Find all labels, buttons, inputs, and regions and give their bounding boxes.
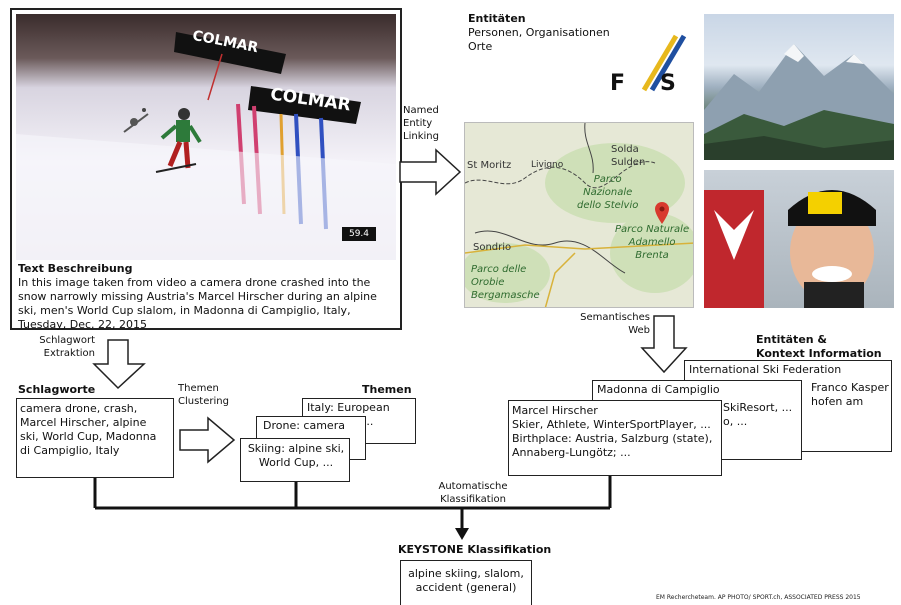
topics-card-back-text: Italy: European up, ...	[307, 401, 390, 428]
context-card-mid-line1: Madonna di Campiglio	[597, 383, 720, 396]
context-card-front-text: Marcel Hirscher Skier, Athlete, WinterSp…	[512, 404, 713, 459]
ner-arrow	[399, 148, 462, 196]
semantic-web-arrow	[640, 315, 688, 374]
source-description: In this image taken from video a camera …	[18, 276, 377, 331]
svg-text:F: F	[610, 71, 625, 96]
svg-text:S: S	[660, 71, 676, 96]
topics-title: Themen	[362, 383, 412, 396]
topics-card-front: Skiing: alpine ski, World Cup, ...	[240, 438, 350, 482]
context-card-back-line1: International Ski Federation	[689, 363, 842, 376]
map-pin-icon	[655, 202, 669, 224]
keyword-extraction-arrow	[92, 339, 146, 390]
source-title: Text Beschreibung	[18, 262, 133, 275]
context-card-front: Marcel Hirscher Skier, Athlete, WinterSp…	[508, 400, 722, 476]
semantic-web-label: Semantisches Web	[580, 312, 650, 336]
ski-scene-graphic	[16, 32, 396, 260]
context-card-mid-line3: o, ...	[723, 415, 748, 428]
topics-card-front-text: Skiing: alpine ski, World Cup, ...	[247, 442, 345, 469]
entities-line2: Orte	[468, 40, 493, 53]
context-card-back-line2: Franco Kasper	[811, 381, 889, 394]
keywords-card: camera drone, crash, Marcel Hirscher, al…	[16, 398, 174, 478]
keywords-text: camera drone, crash, Marcel Hirscher, al…	[20, 402, 157, 457]
map-label-sondrio: Sondrio	[473, 242, 512, 253]
photo-credit: EM Rechercheteam. AP PHOTO/ SPORT.ch, AS…	[656, 594, 861, 601]
mountain-graphic	[704, 44, 894, 160]
mountain-photo	[704, 14, 894, 160]
clustering-arrow	[179, 416, 236, 464]
fis-logo: F S	[604, 32, 690, 96]
keystone-title: KEYSTONE Klassifikation	[398, 543, 552, 556]
context-card-back-line3: hofen am	[811, 395, 864, 408]
map-label-adamello: Parco Naturale Adamello Brenta	[615, 224, 690, 261]
entities-title: Entitäten	[468, 12, 526, 25]
keywords-title: Schlagworte	[18, 383, 96, 396]
skier-portrait-photo	[704, 170, 894, 308]
context-card-mid-line2: SkiResort, ...	[723, 401, 793, 414]
entities-line1: Personen, Organisationen	[468, 26, 610, 39]
skier-portrait-graphic	[704, 190, 876, 308]
map-label-orobie: Parco delle Orobie Bergamasche	[471, 264, 540, 301]
source-panel: COLMAR COLMAR 59.4 Text Beschreibung In …	[10, 8, 402, 331]
map-label-stmoritz: St Moritz	[467, 160, 512, 171]
keystone-result-card: alpine skiing, slalom, accident (general…	[400, 560, 532, 605]
map-label-livigno: Livigno	[531, 160, 564, 170]
map-panel: Solda Sulden St Moritz Livigno Parco Naz…	[464, 122, 694, 308]
topics-card-mid-text: Drone: camera	[263, 419, 345, 432]
context-title: Entitäten & Kontext Information	[756, 333, 882, 360]
keystone-result-text: alpine skiing, slalom, accident (general…	[408, 567, 524, 594]
timer-badge: 59.4	[342, 227, 376, 241]
ner-label: Named Entity Linking	[403, 105, 439, 142]
clustering-label: Themen Clustering	[178, 383, 229, 407]
ski-race-photo: COLMAR COLMAR 59.4	[16, 14, 396, 260]
map-terrain-graphic	[465, 123, 693, 307]
auto-classification-label: Automatische Klassifikation	[438, 481, 508, 505]
map-label-stelvio: Parco Nazionale dello Stelvio	[577, 174, 639, 211]
keyword-extraction-label: Schlagwort Extraktion	[39, 335, 95, 359]
fis-logo-graphic: F S	[610, 34, 687, 96]
map-label-solda: Solda Sulden	[611, 144, 646, 168]
